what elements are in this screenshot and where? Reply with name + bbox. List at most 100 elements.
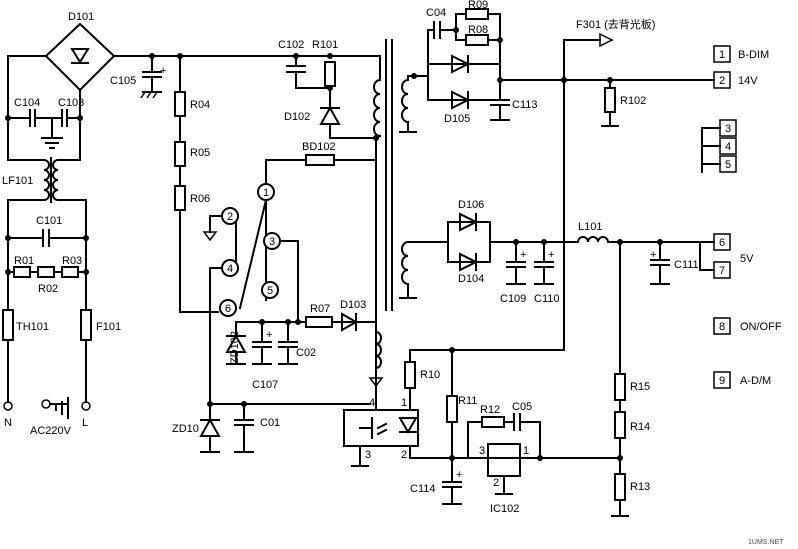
ic102-regulator <box>487 443 521 477</box>
label-r11: R11 <box>458 395 477 407</box>
label-l101: L101 <box>578 221 602 233</box>
capacitor-c110: + <box>534 241 554 285</box>
label-r15: R15 <box>630 381 650 393</box>
label-d104: D104 <box>458 273 484 285</box>
connector-header <box>699 45 737 389</box>
label-c05: C05 <box>512 401 532 413</box>
capacitor-c109: + <box>506 241 526 285</box>
ic102-pin-1: 1 <box>523 445 529 457</box>
resistor-r12 <box>481 416 505 428</box>
svg-text:+: + <box>520 249 526 261</box>
label-r14: R14 <box>630 421 650 433</box>
label-r10: R10 <box>420 369 440 381</box>
ic-pin-4: 4 <box>227 263 233 275</box>
label-zd102: ZD102 <box>229 331 241 364</box>
capacitor-c04 <box>427 21 457 39</box>
optocoupler <box>343 409 419 447</box>
label-r07: R07 <box>310 303 330 315</box>
resistor-r03 <box>61 266 79 278</box>
label-f301: F301 (去背光板) <box>576 17 655 31</box>
connector-pin-4: 4 <box>725 141 731 153</box>
opto-pin-2: 2 <box>401 449 407 461</box>
connector-label-a-d-m: A-D/M <box>740 375 771 387</box>
resistor-r11 <box>446 395 458 423</box>
label-c04: C04 <box>426 7 446 19</box>
connector-pin-1: 1 <box>719 49 725 61</box>
label-ac220v: AC220V <box>30 425 72 437</box>
dual-diode-d106-d104 <box>447 212 491 272</box>
label-c105: C105 <box>110 75 136 87</box>
resistor-r14 <box>614 411 626 439</box>
ic-pin-6: 6 <box>225 303 231 315</box>
svg-text:+: + <box>456 469 462 481</box>
connector-label-14v: 14V <box>738 75 758 87</box>
resistor-r101 <box>324 61 336 87</box>
label-r09: R09 <box>468 0 488 11</box>
fuse-f101 <box>80 309 92 341</box>
capacitor-c113 <box>490 79 510 121</box>
connector-label-5v: 5V <box>740 253 754 265</box>
resistor-r04 <box>174 91 186 117</box>
connector-pin-7: 7 <box>719 265 725 277</box>
earth-ground-icon <box>41 397 69 419</box>
aux-winding <box>368 330 384 388</box>
label-c114: C114 <box>410 483 435 495</box>
label-r12: R12 <box>480 404 500 416</box>
svg-text:+: + <box>650 249 656 261</box>
diode-d103 <box>341 312 359 332</box>
capacitor-c103 <box>51 109 81 127</box>
connector-pin-6: 6 <box>719 237 725 249</box>
connector-pin-5: 5 <box>725 159 731 171</box>
label-zd10: ZD10 <box>172 423 199 435</box>
watermark-text: 1UMS.NET <box>748 539 784 546</box>
connector-label-on-off: ON/OFF <box>740 321 782 333</box>
pwm-controller-ic <box>219 183 281 317</box>
opto-pin-4: 4 <box>369 397 375 409</box>
ic-pin-3: 3 <box>269 236 275 248</box>
capacitor-c114: + <box>442 469 462 505</box>
label-r05: R05 <box>190 147 210 159</box>
secondary-winding-5v <box>399 240 449 299</box>
secondary-winding-14v <box>399 75 429 133</box>
label-c01: C01 <box>260 417 280 429</box>
label-r13: R13 <box>630 481 650 493</box>
thermistor-th101 <box>2 309 14 341</box>
label-c101: C101 <box>36 215 62 227</box>
ic-pin-2: 2 <box>227 211 233 223</box>
ic102-pin-3: 3 <box>479 445 485 457</box>
label-r01: R01 <box>14 255 34 267</box>
label-r04: R04 <box>190 99 210 111</box>
dual-diode-d105 <box>427 54 501 110</box>
transformer-primary-winding <box>373 55 382 401</box>
label-r101: R101 <box>312 39 338 51</box>
label-c107: C107 <box>252 379 278 391</box>
resistor-r05 <box>174 141 186 167</box>
label-r08: R08 <box>468 24 488 36</box>
opto-pin-1: 1 <box>401 397 407 409</box>
resistor-r15 <box>614 373 626 401</box>
connector-pin-3: 3 <box>725 123 731 135</box>
common-mode-choke-lf101 <box>7 157 87 239</box>
label-c103: C103 <box>58 97 84 109</box>
resistor-r13 <box>614 473 626 501</box>
label-r102: R102 <box>620 95 646 107</box>
label-c110: C110 <box>534 293 559 305</box>
label-c02: C02 <box>296 347 316 359</box>
ic-pin-5: 5 <box>267 285 273 297</box>
label-bd102: BD102 <box>302 141 336 153</box>
capacitor-c111: + <box>650 241 670 285</box>
terminal-l-label: L <box>82 417 88 429</box>
connector-pin-2: 2 <box>719 75 725 87</box>
label-c109: C109 <box>500 293 526 305</box>
label-r06: R06 <box>190 193 210 205</box>
capacitor-c05 <box>503 413 541 459</box>
connector-pin-8: 8 <box>719 321 725 333</box>
resistor-r06 <box>174 185 186 211</box>
resistor-r10 <box>404 361 416 389</box>
capacitor-c102 <box>286 65 306 89</box>
capacitor-c02 <box>278 321 298 365</box>
label-c113: C113 <box>512 99 537 111</box>
ground-symbol-y-cap <box>41 117 63 149</box>
svg-text:+: + <box>548 249 554 261</box>
